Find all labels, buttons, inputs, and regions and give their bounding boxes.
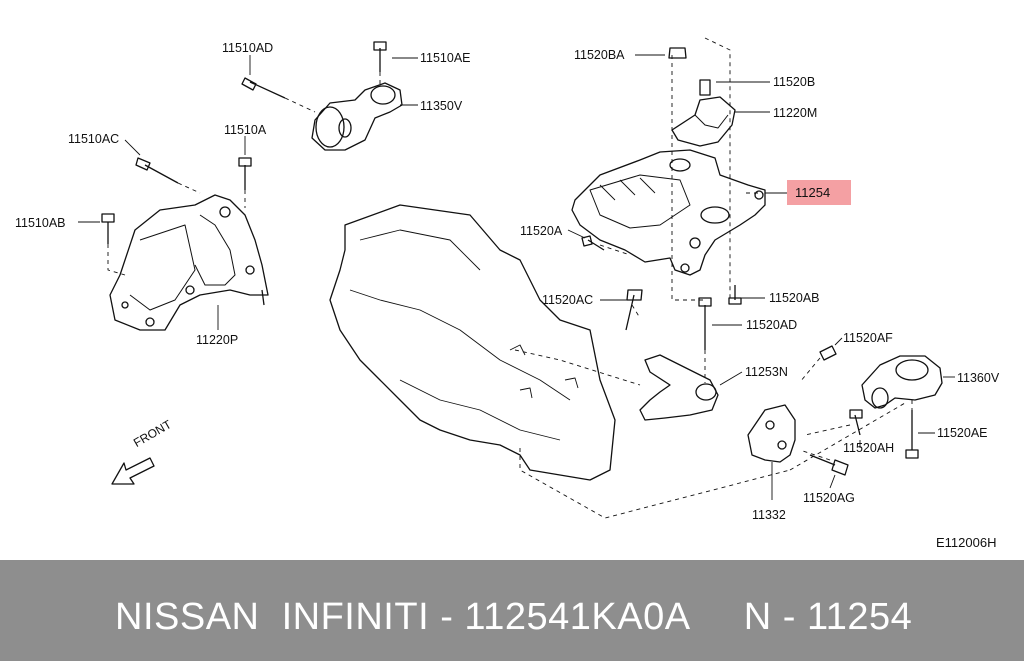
- label-11254: 11254: [795, 185, 831, 200]
- label-11510a: 11510A: [224, 123, 267, 137]
- rod-11253n: [639, 354, 719, 421]
- mount-11220m: [671, 96, 736, 147]
- label-11360v: 11360V: [957, 371, 1000, 385]
- label-11332: 11332: [752, 508, 786, 522]
- label-11510ad: 11510AD: [222, 41, 274, 55]
- label-11510ac: 11510AC: [68, 132, 120, 146]
- label-11220p: 11220P: [196, 333, 239, 347]
- parts-diagram: [78, 37, 955, 519]
- engine-block: [329, 204, 616, 481]
- highlight-11254: [787, 180, 851, 205]
- label-11520ab: 11520AB: [769, 291, 820, 305]
- figure-code: E112006H: [936, 535, 997, 550]
- label-11220m: 11220M: [773, 106, 818, 120]
- bracket-11254: [571, 149, 766, 276]
- label-11520ac: 11520AC: [542, 293, 594, 307]
- mount-11350v: [311, 82, 403, 151]
- label-11520ah: 11520AH: [843, 441, 895, 455]
- title-banner: [0, 560, 1024, 661]
- label-11520af: 11520AF: [843, 331, 893, 345]
- front-arrow-icon: [111, 457, 155, 485]
- label-11253n: 11253N: [745, 365, 788, 379]
- label-11520a: 11520A: [520, 224, 563, 238]
- bracket-11332: [747, 404, 796, 463]
- label-11510ae: 11510AE: [420, 51, 471, 65]
- label-11520ae: 11520AE: [937, 426, 988, 440]
- label-11520ba: 11520BA: [574, 48, 625, 62]
- label-11350v: 11350V: [420, 99, 463, 113]
- banner-text: NISSAN INFINITI - 112541KA0A N - 11254: [115, 596, 913, 638]
- label-11520b: 11520B: [773, 75, 816, 89]
- label-11520ad: 11520AD: [746, 318, 798, 332]
- label-11520ag: 11520AG: [803, 491, 855, 505]
- label-11510ab: 11510AB: [15, 216, 66, 230]
- mount-11360v: [861, 355, 943, 409]
- mount-11220p: [109, 194, 269, 331]
